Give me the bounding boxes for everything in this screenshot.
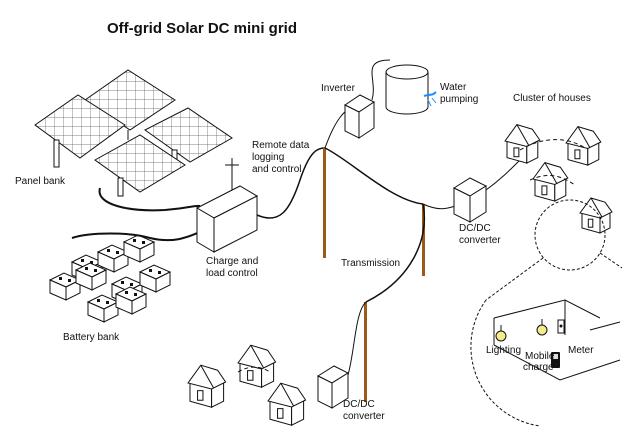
house-interior-zoom [470,199,623,427]
house-icon [187,364,227,409]
transmission-label: Transmission [341,258,401,269]
house-icon [267,382,307,427]
battery-icon [86,294,120,323]
battery-icon [138,264,172,293]
water-tank-icon [385,64,437,115]
inverter-icon [344,94,375,139]
battery-icon [114,286,148,315]
mobile-phone-icon [551,352,560,368]
meter-icon [557,319,565,334]
utility-pole-icon [364,302,367,402]
water-pumping-label-line1: Water [440,82,467,93]
lighting-label: Lighting [486,345,522,356]
remote-data-label-line3: and control [252,164,302,175]
solar-panel-icon [94,134,186,197]
water-pumping-label-line2: pumping [440,94,479,105]
panel-bank-label: Panel bank [15,176,66,187]
dcdc-bottom-label-line2: converter [343,411,385,422]
dcdc-converter-icon [452,177,488,223]
light-bulb-icon [495,325,507,342]
battery-bank [48,234,172,323]
battery-icon [122,234,156,263]
house-icon [504,124,541,164]
charge-control-label-line2: load control [206,268,258,279]
houses-group [187,124,613,427]
light-bulb-icon [536,319,548,336]
dcdc-bottom-label-line1: DC/DC [343,399,375,410]
remote-data-label-line2: logging [252,152,285,163]
solar-panel-icon [34,94,126,168]
antenna-icon [225,158,239,190]
house-icon [532,162,569,202]
charge-control-label-line1: Charge and [206,256,259,267]
utility-pole-icon [323,148,326,258]
house-icon [579,197,613,234]
house-icon [565,126,602,166]
mobile-charge-label-line2: charge [523,362,554,373]
controller-box-icon [195,185,259,253]
dcdc-right-label-line1: DC/DC [459,223,491,234]
remote-data-label-line1: Remote data [252,140,310,151]
house-icon [237,344,277,389]
battery-icon [74,262,108,291]
diagram-title: Off-grid Solar DC mini grid [107,20,297,37]
mobile-charge-label-line1: Mobile [525,351,555,362]
inverter-label: Inverter [321,83,355,94]
battery-bank-label: Battery bank [63,332,120,343]
dcdc-converter-icon [316,365,350,409]
meter-label: Meter [568,345,594,356]
battery-icon [48,272,82,301]
cluster-houses-label: Cluster of houses [513,93,591,104]
dcdc-right-label-line2: converter [459,235,501,246]
battery-icon [96,244,130,273]
utility-pole-icon [422,204,425,276]
